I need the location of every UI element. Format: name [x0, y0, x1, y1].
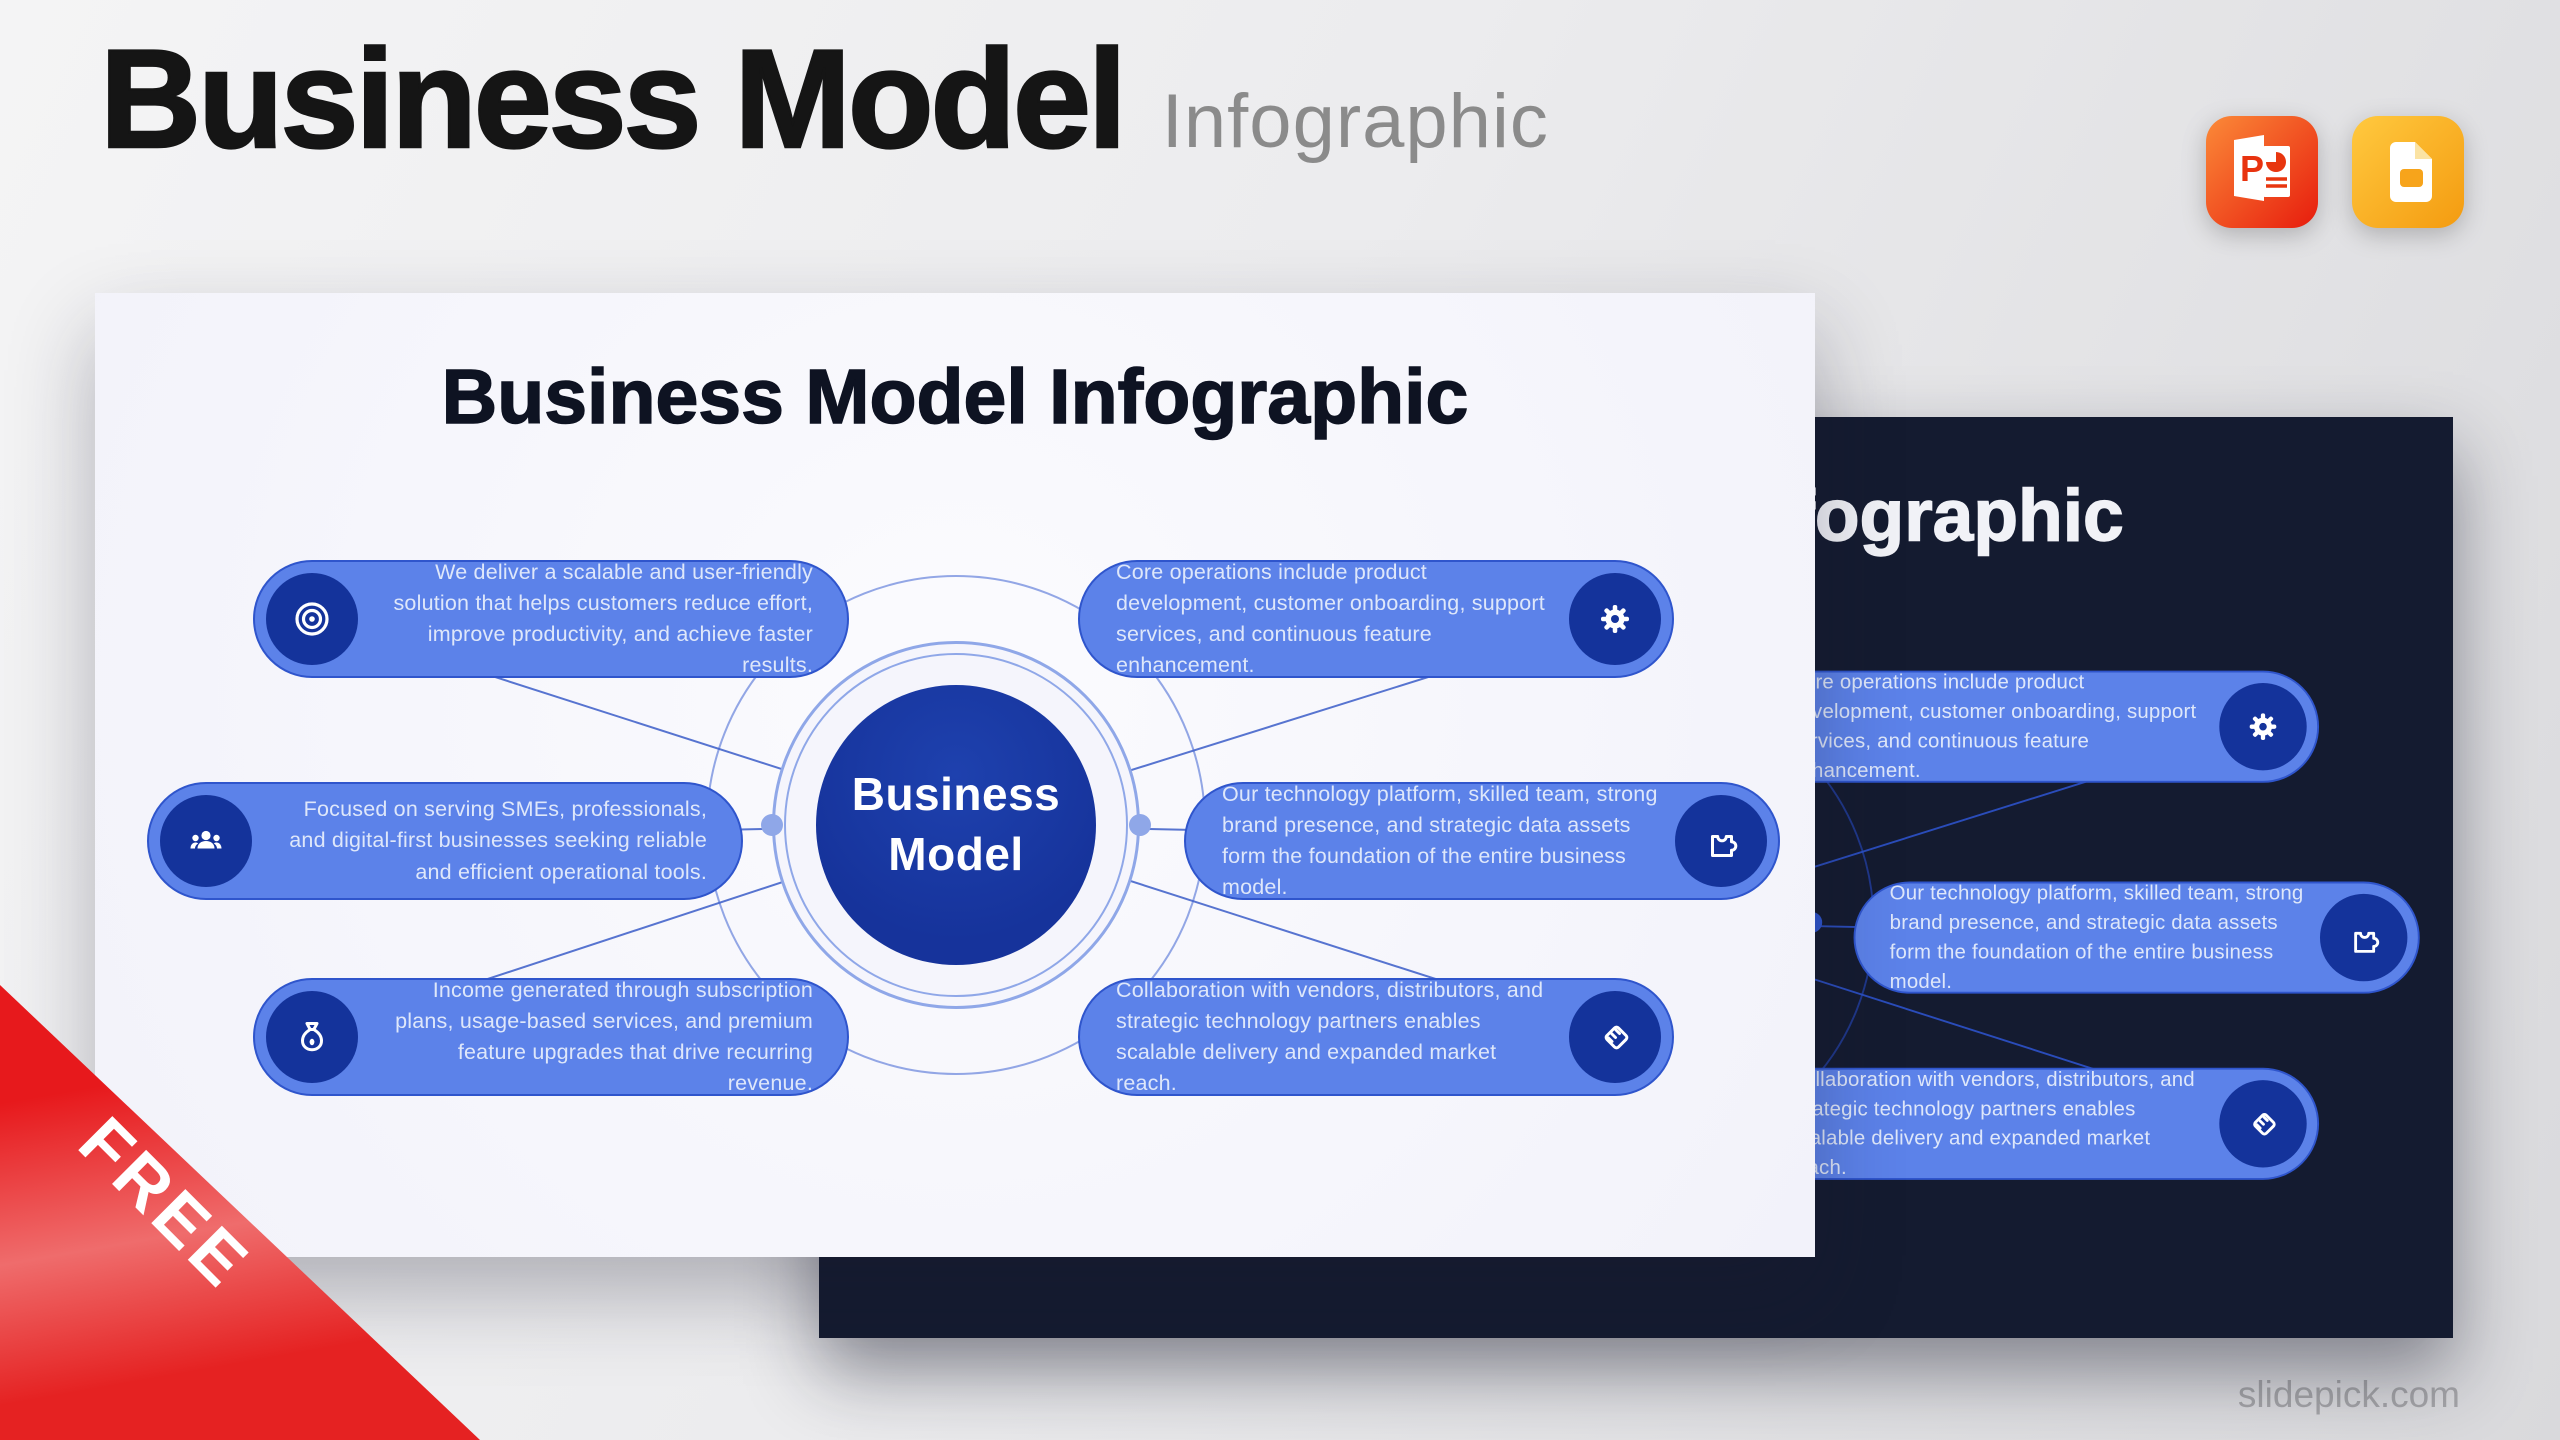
pill-resources: Our technology platform, skilled team, s… [1853, 881, 2420, 994]
gear-icon [2219, 683, 2307, 771]
money-bag-icon [266, 991, 358, 1083]
pill-operations: Core operations include product developm… [1078, 560, 1674, 678]
pill-text: Income generated through subscription pl… [395, 977, 813, 1096]
ring-node [1129, 814, 1151, 836]
pill-text: Our technology platform, skilled team, s… [1222, 781, 1658, 900]
center-ring-inner [784, 653, 1128, 997]
handshake-icon [1569, 991, 1661, 1083]
watermark: slidepick.com [2237, 1374, 2460, 1415]
pill-partners: Collaboration with vendors, distributors… [1078, 978, 1674, 1096]
google-slides-icon[interactable] [2352, 116, 2464, 233]
target-icon [266, 573, 358, 665]
handshake-icon [2219, 1080, 2307, 1168]
header: Business Model Infographic [99, 18, 1549, 180]
format-badges: P [2206, 116, 2464, 233]
page-subtitle: Infographic [1161, 79, 1549, 164]
pill-text: Collaboration with vendors, distributors… [1788, 1067, 2195, 1180]
pill-text: Collaboration with vendors, distributors… [1116, 977, 1544, 1096]
pill-text: We deliver a scalable and user-friendly … [393, 559, 813, 678]
page-title: Business Model [99, 19, 1128, 179]
pill-customers: Focused on serving SMEs, professionals, … [147, 782, 743, 900]
pill-revenue: Income generated through subscription pl… [253, 978, 849, 1096]
slide-preview-light: Business Model Infographic Business Mode… [95, 293, 1815, 1257]
gear-icon [1569, 573, 1661, 665]
ring-node [761, 814, 783, 836]
pill-text: Our technology platform, skilled team, s… [1889, 881, 2304, 993]
pill-partners: Collaboration with vendors, distributors… [1752, 1067, 2320, 1180]
puzzle-icon [1675, 795, 1767, 887]
pill-text: Focused on serving SMEs, professionals, … [289, 797, 707, 884]
center-circle: Business Model [816, 685, 1096, 965]
pill-text: Core operations include product developm… [1788, 670, 2197, 782]
pill-value-proposition: We deliver a scalable and user-friendly … [253, 560, 849, 678]
slide-title: Business Model Infographic [441, 353, 1469, 441]
powerpoint-icon[interactable]: P [2206, 116, 2318, 233]
pill-operations: Core operations include product developm… [1752, 670, 2320, 783]
puzzle-icon [2320, 893, 2408, 982]
pill-resources: Our technology platform, skilled team, s… [1184, 782, 1780, 900]
team-icon [160, 795, 252, 887]
pill-text: Core operations include product developm… [1116, 559, 1545, 678]
svg-text:P: P [2240, 148, 2264, 189]
